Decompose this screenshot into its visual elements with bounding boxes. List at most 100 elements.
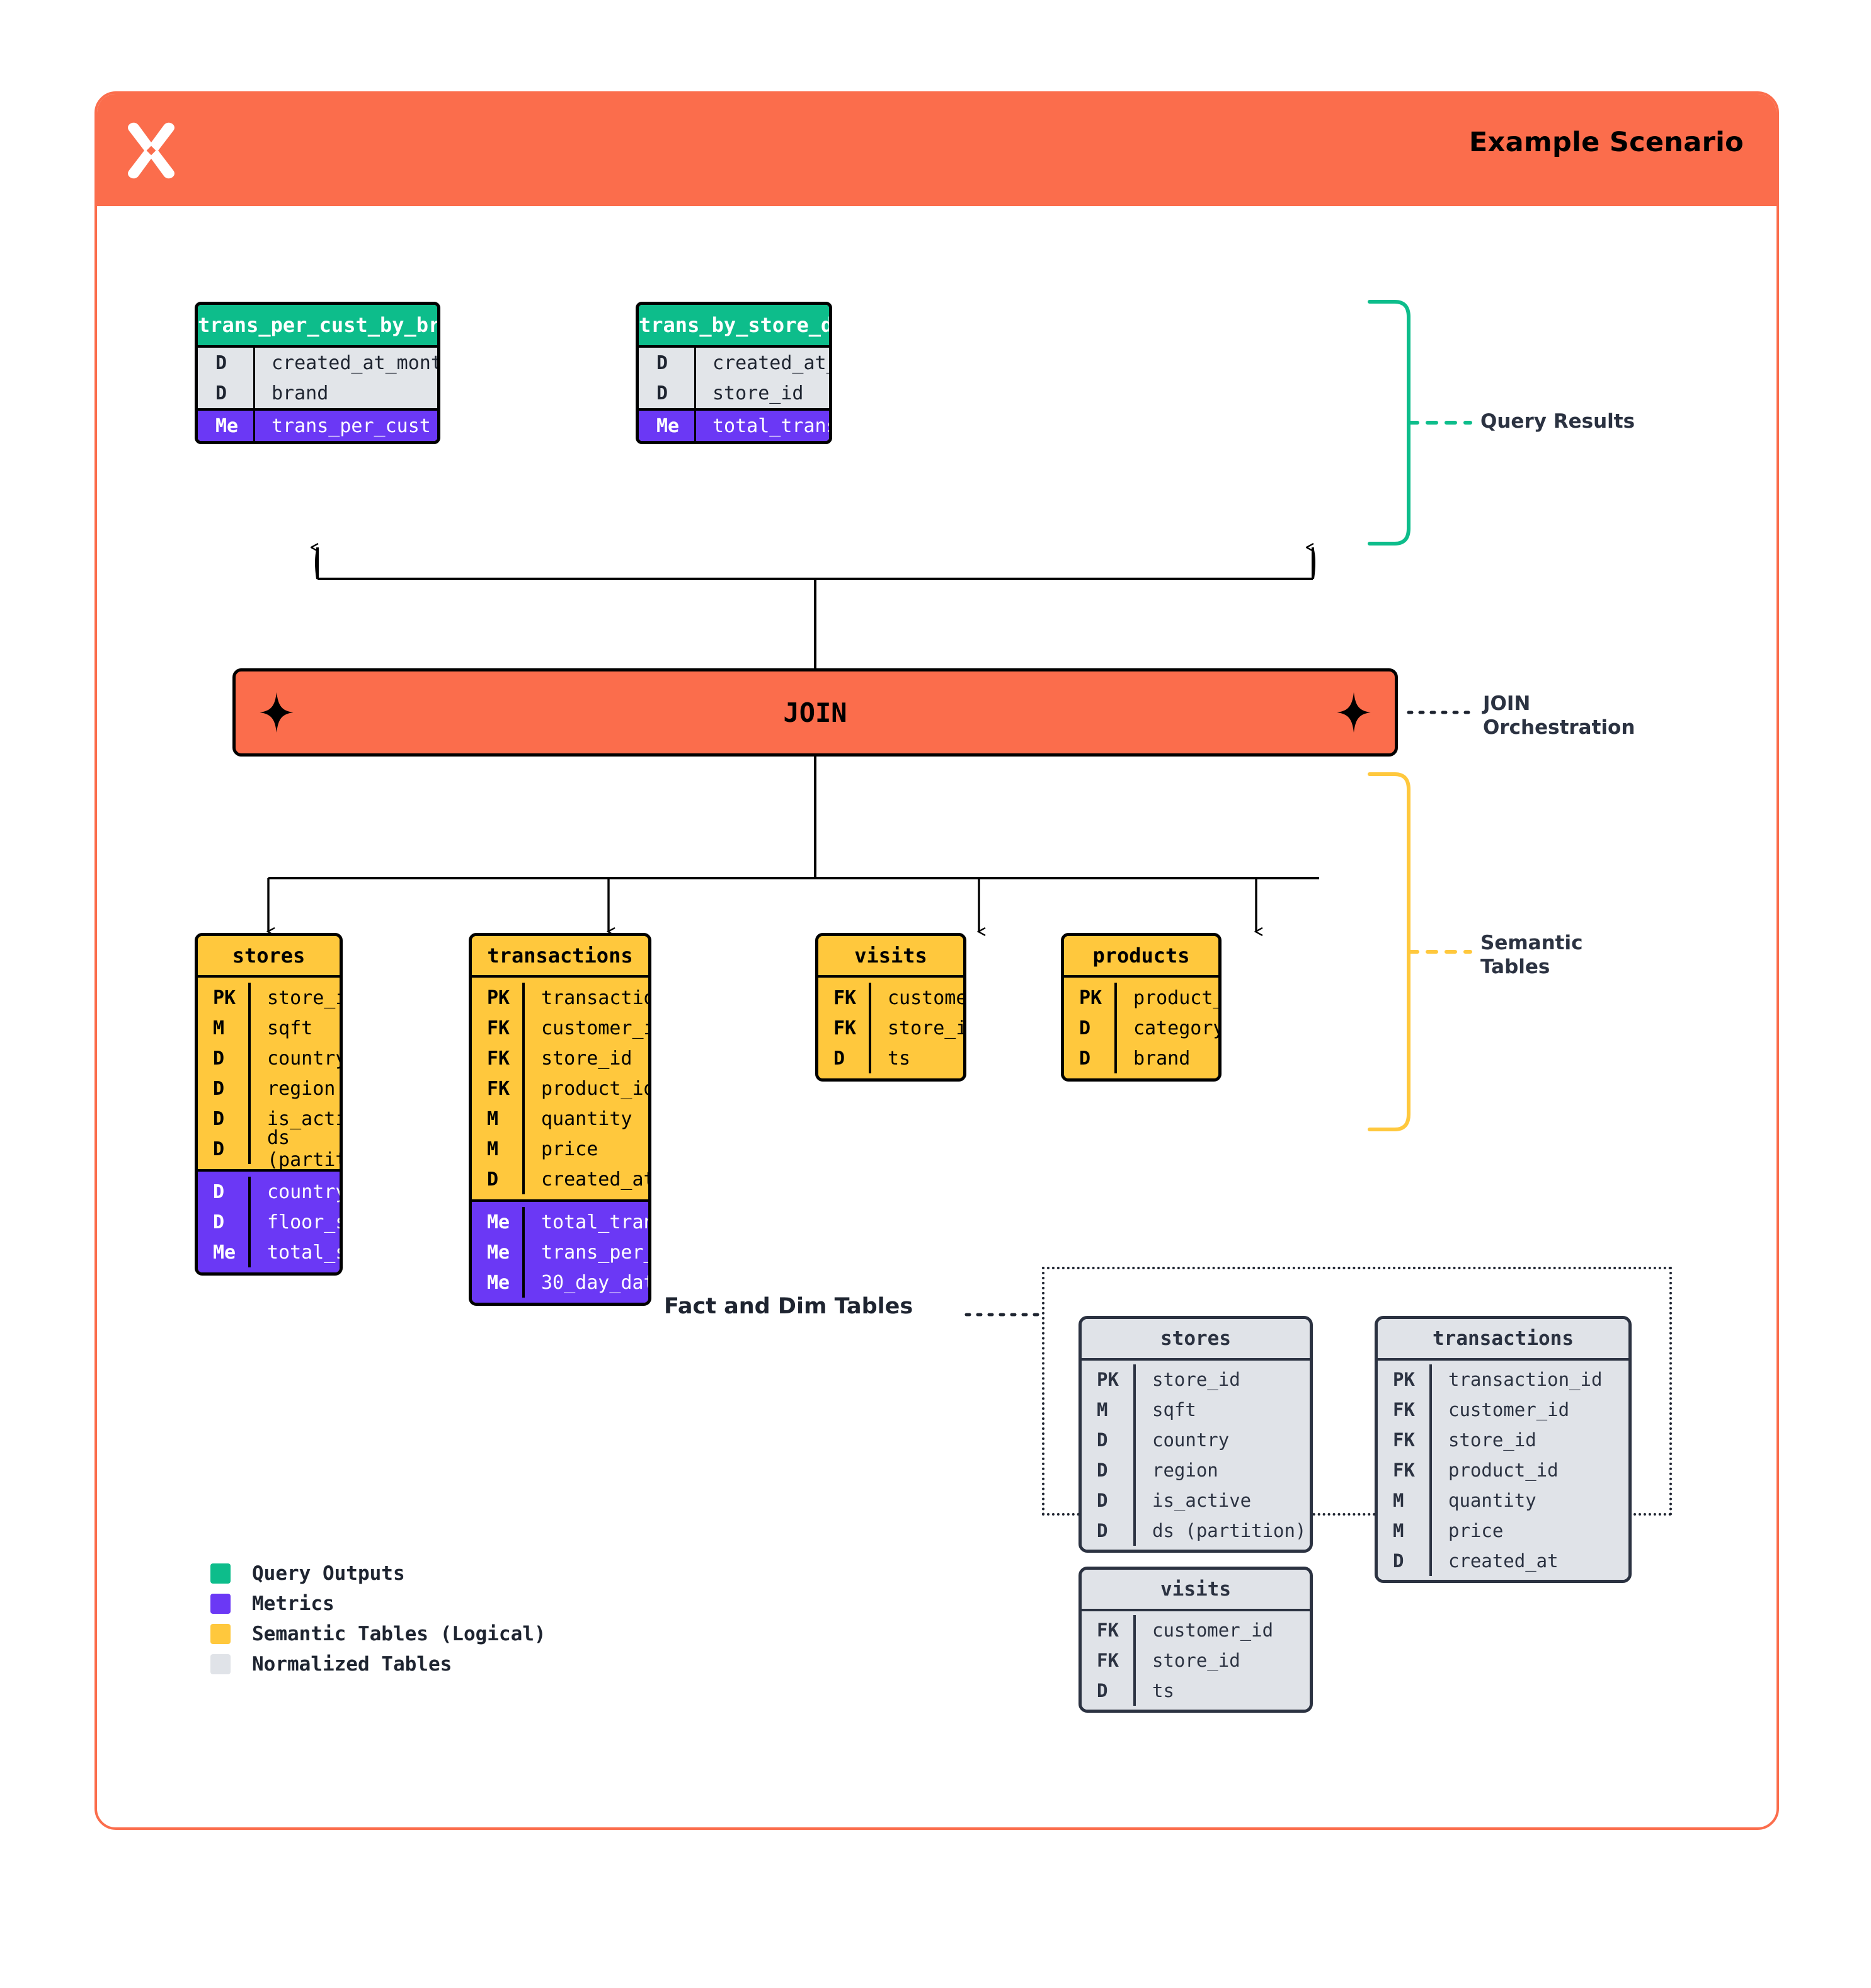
legend: Query Outputs Metrics Semantic Tables (L… [210, 1558, 546, 1679]
column-name: customer_id [1133, 1615, 1310, 1645]
column-name: ds (partition) [248, 1127, 340, 1171]
column-kind: D [1097, 1520, 1108, 1541]
x-butterfly-logo-icon [128, 122, 175, 179]
table-title: stores [198, 936, 340, 975]
column-kind: FK [1097, 1650, 1119, 1671]
table-row: D brand [198, 378, 437, 408]
column-name: product_id [522, 1073, 648, 1104]
annotation-semantic-line2: Tables [1480, 955, 1550, 978]
fact-and-dim-group [1042, 1267, 1672, 1516]
join-label: JOIN [783, 697, 847, 728]
column-name: store_id [694, 378, 829, 408]
column-kind: PK [1393, 1369, 1415, 1390]
sparkle-icon [1337, 692, 1371, 733]
table-row: FK customer_id [1082, 1615, 1310, 1645]
column-name: customer_id [869, 983, 963, 1013]
column-kind: Me [487, 1241, 510, 1264]
query-result-table-trans-by-store-day[interactable]: trans_by_store_day D created_at_day D st… [636, 302, 832, 444]
table-title: transactions [1378, 1319, 1628, 1358]
column-name: customer_id [522, 1013, 648, 1043]
annotation-query-results: Query Results [1480, 410, 1635, 433]
column-kind: PK [487, 986, 510, 1009]
column-name: store_id [869, 1013, 963, 1043]
column-kind: D [487, 1168, 499, 1191]
column-kind: D [1097, 1680, 1108, 1701]
column-kind: M [1097, 1399, 1108, 1420]
column-name: customer_id [1429, 1395, 1628, 1425]
column-name: ds (partition) [1133, 1516, 1310, 1546]
table-row: FK store_id [818, 1013, 963, 1043]
column-kind: FK [487, 1017, 510, 1039]
column-kind: D [1097, 1460, 1108, 1481]
column-kind: D [1097, 1490, 1108, 1511]
table-row: D store_id [639, 378, 829, 408]
column-name: product_id [1429, 1455, 1628, 1485]
column-name: brand [1114, 1043, 1218, 1073]
column-kind: D [1393, 1550, 1404, 1572]
legend-label: Query Outputs [252, 1562, 405, 1585]
table-row: FK customer_id [472, 1013, 648, 1043]
column-kind: Me [656, 414, 680, 437]
column-name: country_group [248, 1177, 340, 1207]
column-kind: FK [1097, 1620, 1119, 1641]
column-kind: FK [487, 1047, 510, 1070]
column-name: store_id [1133, 1364, 1310, 1395]
annotation-join-orchestration: JOIN Orchestration [1483, 692, 1635, 740]
column-kind: D [656, 351, 668, 374]
column-kind: D [1079, 1017, 1091, 1039]
column-name: total_transactions [694, 411, 829, 441]
column-kind: D [213, 1077, 225, 1100]
column-kind: D [656, 382, 668, 404]
column-kind: PK [1097, 1369, 1119, 1390]
column-kind: M [487, 1107, 499, 1130]
query-result-table-trans-per-cust-by-brand-month[interactable]: trans_per_cust_by_brand_month D created_… [195, 302, 440, 444]
column-kind: FK [833, 1017, 857, 1039]
legend-swatch [210, 1594, 231, 1614]
table-row: Me trans_per_cust [198, 411, 437, 441]
join-orchestration-bar[interactable]: JOIN [232, 668, 1398, 757]
legend-swatch [210, 1654, 231, 1674]
column-name: ts [869, 1043, 963, 1073]
column-kind: D [1079, 1047, 1091, 1070]
table-row: Dds (partition) [198, 1127, 340, 1171]
column-name: quantity [522, 1104, 648, 1134]
metric-rows: Me trans_per_cust [198, 408, 437, 441]
column-name: created_at [1429, 1546, 1628, 1576]
column-kind: Me [487, 1211, 510, 1233]
column-name: trans_per_cust [253, 411, 437, 441]
column-kind: M [487, 1138, 499, 1160]
column-kind: Me [487, 1271, 510, 1294]
column-name: store_id [1429, 1425, 1628, 1455]
table-title: stores [1082, 1319, 1310, 1358]
column-kind: D [215, 382, 227, 404]
scenario-card: Example Scenario [94, 91, 1779, 1830]
column-kind: FK [1393, 1460, 1415, 1481]
column-name: store_id [522, 1043, 648, 1073]
annotation-fact-and-dim-tables: Fact and Dim Tables [664, 1294, 913, 1319]
column-kind: Me [213, 1241, 236, 1264]
metric-rows: Me total_transactions [639, 408, 829, 441]
column-kind: PK [213, 986, 236, 1009]
column-name: is_active [248, 1104, 340, 1134]
column-kind: M [1393, 1490, 1404, 1511]
